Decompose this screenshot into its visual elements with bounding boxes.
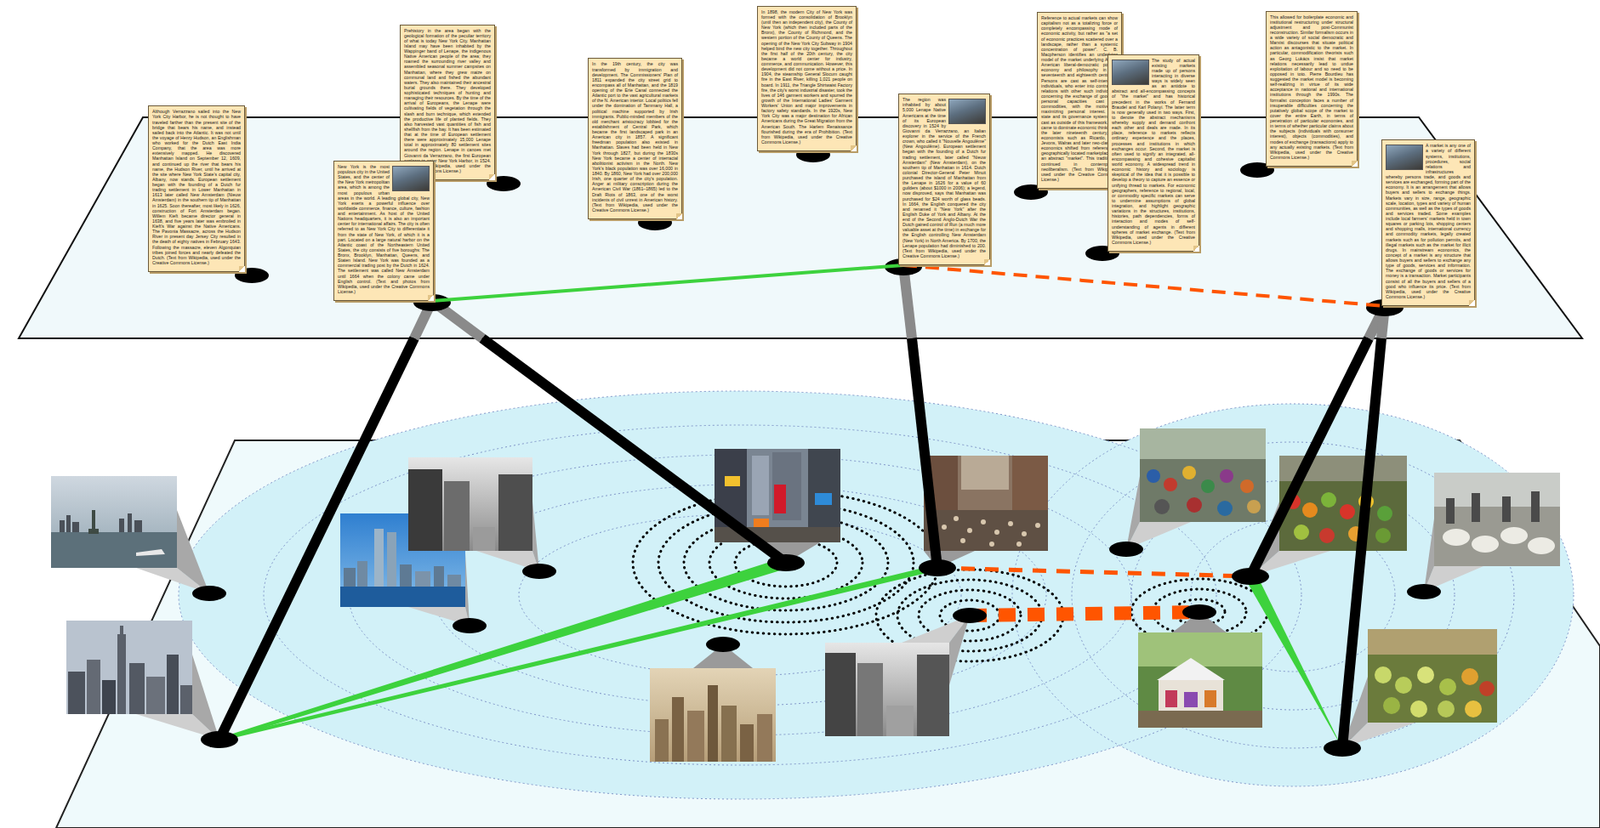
note-text: New York is the most populous city in th… [337, 164, 430, 295]
photo-vegetables [1367, 629, 1498, 724]
note-text: Although Verrazzano sailed into the New … [152, 108, 241, 266]
paper-note: Prehistory in the area began with the ge… [399, 24, 496, 182]
paper-note: In the 19th century, the city was transf… [587, 57, 683, 220]
note-text: In the 19th century, the city was transf… [592, 61, 678, 213]
photo-tent-market [1138, 632, 1263, 729]
note-photo [948, 98, 986, 125]
plane-links [219, 265, 1385, 749]
photo-street-bw [825, 643, 950, 737]
paper-note: A market is any one of a variety of diff… [1381, 139, 1475, 307]
photo-empire-state [66, 620, 193, 715]
paper-note: The study of actual existing markets mad… [1107, 54, 1200, 253]
lower-links [219, 557, 1343, 749]
paper-note: The region was inhabited by about 5,000 … [898, 93, 991, 266]
note-text: Reference to actual markets can show cap… [1041, 15, 1118, 183]
link-line [903, 265, 1385, 307]
paper-note: This allowed for boilerplate economic an… [1265, 11, 1358, 168]
note-text: In 1898, the modern City of New York was… [761, 9, 853, 145]
note-text: A market is any one of a variety of diff… [1385, 142, 1471, 300]
note-text: This allowed for boilerplate economic an… [1269, 14, 1354, 161]
link-line [432, 265, 904, 302]
paper-note: In 1898, the modern City of New York was… [757, 5, 857, 152]
note-text: Prehistory in the area began with the ge… [404, 28, 491, 175]
note-photo [1111, 59, 1150, 86]
photo-sheep-market [1434, 472, 1561, 567]
photo-market-crowd [1139, 428, 1266, 523]
region-ellipses [178, 391, 1574, 800]
note-photo [1385, 144, 1424, 171]
photo-sepia-skyline [649, 668, 776, 763]
paper-note: Although Verrazzano sailed into the New … [148, 105, 245, 273]
photo-crowded-street [923, 455, 1048, 552]
photo-statue-of-liberty [51, 476, 177, 569]
note-photo [392, 165, 430, 192]
pins [192, 147, 1441, 758]
note-text: The region was inhabited by about 5,000 … [902, 96, 986, 259]
photo-old-street [408, 457, 533, 552]
note-text: The study of actual existing markets mad… [1111, 57, 1196, 246]
paper-note: New York is the most populous city in th… [333, 160, 434, 302]
